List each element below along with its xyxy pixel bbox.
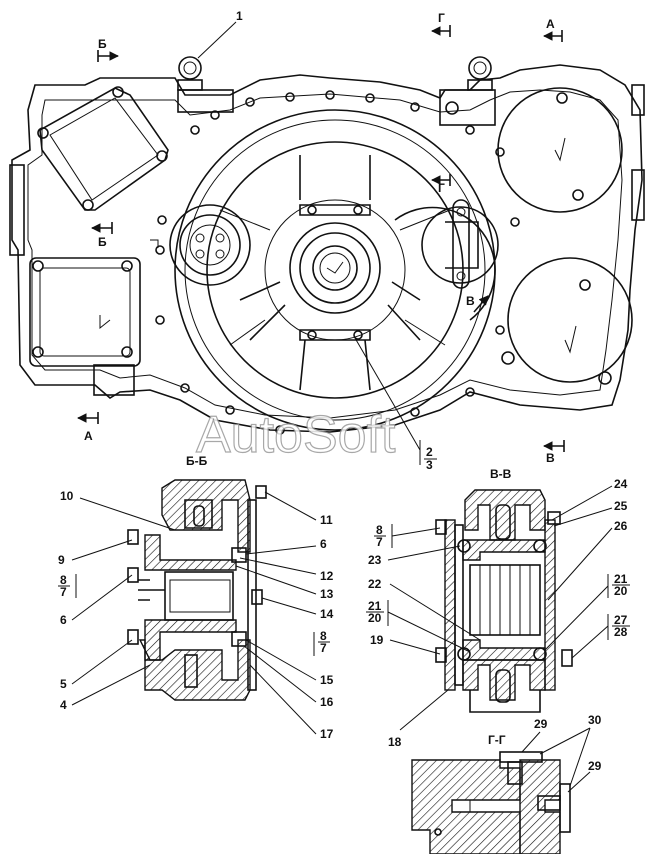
section-mark-b-top: Б [98,37,107,51]
callout-27: 27 [614,613,628,627]
callout-21-vv-right: 21 [614,572,628,586]
callout-8-bb-right: 8 [320,629,327,643]
lifting-eye-left [177,56,234,113]
callout-17: 17 [320,727,334,741]
callout-2: 2 [426,445,433,459]
callout-26: 26 [614,519,628,533]
lower-left-cover [29,257,141,367]
callout-28: 28 [614,625,628,639]
upper-right-pump-seat [497,87,623,213]
callout-15: 15 [320,673,334,687]
callout-1: 1 [236,9,243,23]
callout-3: 3 [426,458,433,472]
housing-outline [11,64,643,433]
callout-14: 14 [320,607,334,621]
section-mark-v-top: В [466,294,475,308]
callout-25: 25 [614,499,628,513]
callout-16: 16 [320,695,334,709]
callout-8-vv: 8 [376,523,383,537]
callout-13: 13 [320,587,334,601]
callout-20-vv-left: 20 [368,611,382,625]
callout-8-bb: 8 [60,573,67,587]
section-mark-a-top: А [546,17,555,31]
callout-5: 5 [60,677,67,691]
lower-right-pump-seat [507,257,633,383]
section-gg-title: Г-Г [488,733,506,747]
watermark-text: AutoSoft [196,406,396,464]
callout-22: 22 [368,577,382,591]
callout-7-bb: 7 [60,585,67,599]
callout-18: 18 [388,735,402,749]
section-mark-g-bottom: Г [438,181,445,195]
section-mark-a-bottom: А [84,429,93,443]
callout-12: 12 [320,569,334,583]
callout-20-vv-right: 20 [614,584,628,598]
section-mark-b-bottom: Б [98,235,107,249]
callout-24: 24 [614,477,628,491]
callout-11: 11 [320,513,333,527]
callout-29-bottom: 29 [588,759,602,773]
callout-7-bb-right: 7 [320,641,327,655]
section-vv-drawing [435,489,573,713]
callout-6-bb-right: 6 [320,537,327,551]
section-letters: Б Б Г Г А А В В [84,11,555,465]
callout-19: 19 [370,633,384,647]
housing-bolt-holes [155,90,612,435]
callout-23: 23 [368,553,382,567]
main-housing-view [9,56,645,435]
section-bb-title: Б-Б [186,454,208,468]
section-mark-v-bottom: В [546,451,555,465]
callout-6-bb-left: 6 [60,613,67,627]
flywheel-outer-ring [174,109,496,431]
callout-30: 30 [588,713,602,727]
section-bb-drawing [127,479,267,701]
section-arrows [77,25,565,452]
section-vv-title: В-В [490,467,512,481]
section-gg-drawing [411,751,571,854]
callout-10: 10 [60,489,74,503]
callout-7-vv: 7 [376,535,383,549]
section-mark-g-top: Г [438,11,445,25]
lifting-eye-right [439,56,496,126]
callout-9: 9 [58,553,65,567]
callout-4: 4 [60,698,67,712]
callout-21-vv-left: 21 [368,599,382,613]
callout-29-top: 29 [534,717,548,731]
